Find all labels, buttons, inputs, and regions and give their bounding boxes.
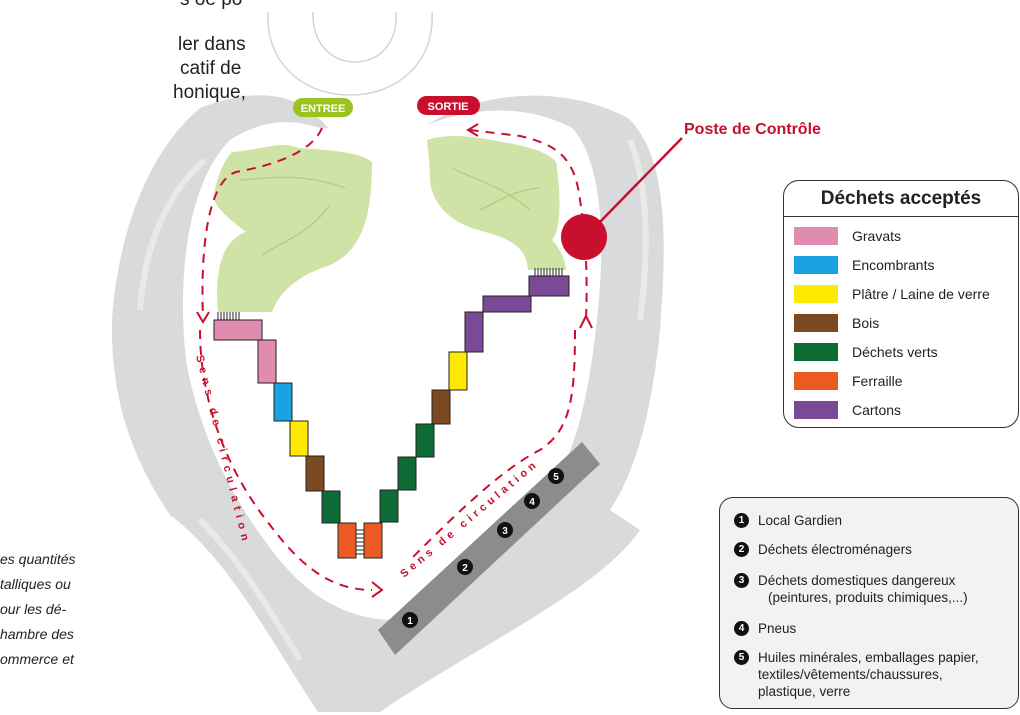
svg-text:5: 5 [553, 472, 559, 483]
legend-item-gravats: Gravats [794, 226, 901, 246]
skips-left [213, 319, 357, 559]
numbered-item-2: 2 Déchets électroménagers [734, 541, 912, 558]
decorative-arc [312, 11, 397, 63]
swatch-platre [794, 285, 838, 303]
legend-item-encombrants: Encombrants [794, 255, 934, 275]
swatch-gravats [794, 227, 838, 245]
numbered-item-5: 5 Huiles minérales, emballages papier, t… [734, 649, 979, 700]
svg-text:3: 3 [502, 526, 508, 537]
note-line-5: ommerce et [0, 651, 74, 667]
number-badge: 2 [734, 542, 749, 557]
road-streak [197, 517, 303, 662]
legend-item-platre: Plâtre / Laine de verre [794, 284, 990, 304]
leaf-vein [239, 176, 346, 189]
skip-bois [431, 389, 451, 425]
number-badge: 3 [734, 573, 749, 588]
partial-top-text: s oe po [180, 0, 242, 11]
skip-ferraille [337, 522, 357, 559]
skips-right [363, 275, 570, 559]
skip-cartons [464, 311, 484, 353]
decorative-arc [267, 11, 433, 96]
svg-text:2: 2 [462, 563, 468, 574]
number-badge: 4 [734, 621, 749, 636]
note-line-2: talliques ou [0, 576, 71, 592]
legend-label: Ferraille [852, 373, 903, 389]
intro-text-line-2: catif de [180, 58, 242, 79]
leaf-vein [261, 204, 331, 256]
numbered-item-3: 3 Déchets domestiques dangereux (peintur… [734, 572, 968, 606]
skip-platre [448, 351, 468, 391]
control-post [561, 214, 607, 260]
control-pointer [597, 137, 683, 225]
dock-edge-bottom [356, 529, 364, 555]
swatch-encombrants [794, 256, 838, 274]
skip-dechets-verts [379, 489, 399, 523]
note-line-4: hambre des [0, 626, 74, 642]
numbered-item-text: Déchets électroménagers [758, 542, 912, 557]
number-badge: 1 [734, 513, 749, 528]
green-area-right [427, 136, 566, 270]
numbered-item-text: Huiles minérales, emballages papier, tex… [758, 650, 979, 699]
skip-gravats [213, 319, 263, 341]
svg-text:1: 1 [407, 616, 413, 627]
intro-text-line-1: ler dans [178, 34, 246, 55]
note-line-3: our les dé- [0, 601, 67, 617]
skip-dechets-verts [397, 456, 417, 491]
skip-cartons [528, 275, 570, 297]
swatch-cartons [794, 401, 838, 419]
arrow-heads [196, 123, 593, 598]
number-badge: 5 [734, 650, 749, 665]
leaf-vein [479, 187, 541, 211]
building-markers: 1 2 3 4 5 [402, 468, 564, 628]
skip-gravats [257, 339, 277, 384]
note-line-1: es quantités [0, 551, 76, 567]
intro-text-line-3: honique, [173, 82, 246, 103]
road-streak [627, 138, 649, 321]
skip-dechets-verts [415, 423, 435, 458]
numbered-item-text: Pneus [758, 621, 797, 636]
control-label: Poste de Contrôle [684, 121, 821, 138]
green-area-left [213, 144, 372, 312]
dock-edge-left [217, 312, 240, 320]
road-streak [137, 157, 207, 311]
legend-label: Bois [852, 315, 880, 331]
swatch-dechets-verts [794, 343, 838, 361]
numbered-item-1: 1 Local Gardien [734, 512, 842, 529]
skip-encombrants [273, 382, 293, 422]
legend-item-bois: Bois [794, 313, 879, 333]
svg-text:4: 4 [529, 497, 535, 508]
swatch-ferraille [794, 372, 838, 390]
skip-dechets-verts [321, 490, 341, 524]
legend-label: Gravats [852, 228, 902, 244]
legend-label: Encombrants [852, 257, 935, 273]
numbered-item-text: Local Gardien [758, 513, 843, 528]
legend-item-cartons: Cartons [794, 400, 901, 420]
waste-legend: Déchets acceptés Gravats Encombrants Plâ… [783, 180, 1019, 428]
legend-item-dechets-verts: Déchets verts [794, 342, 938, 362]
entry-label: ENTREE [301, 103, 346, 115]
entry-pill [293, 98, 353, 117]
dock-edge-right [534, 268, 563, 276]
skip-ferraille [363, 522, 383, 559]
legend-label: Plâtre / Laine de verre [852, 286, 990, 302]
service-building [378, 442, 600, 655]
leaf-vein [451, 167, 531, 211]
legend-label: Cartons [852, 402, 902, 418]
exit-pill [417, 96, 480, 115]
numbered-legend: 1 Local Gardien 2 Déchets électroménager… [719, 497, 1019, 709]
circulation-arrows [199, 127, 588, 591]
skip-bois [305, 455, 325, 492]
legend-label: Déchets verts [852, 344, 938, 360]
legend-item-ferraille: Ferraille [794, 371, 903, 391]
skip-cartons [482, 295, 532, 313]
numbered-item-4: 4 Pneus [734, 620, 796, 637]
exit-label: SORTIE [428, 101, 469, 113]
numbered-item-text: Déchets domestiques dangereux (peintures… [758, 573, 968, 605]
skip-platre [289, 420, 309, 457]
waste-legend-title: Déchets acceptés [784, 181, 1018, 217]
swatch-bois [794, 314, 838, 332]
